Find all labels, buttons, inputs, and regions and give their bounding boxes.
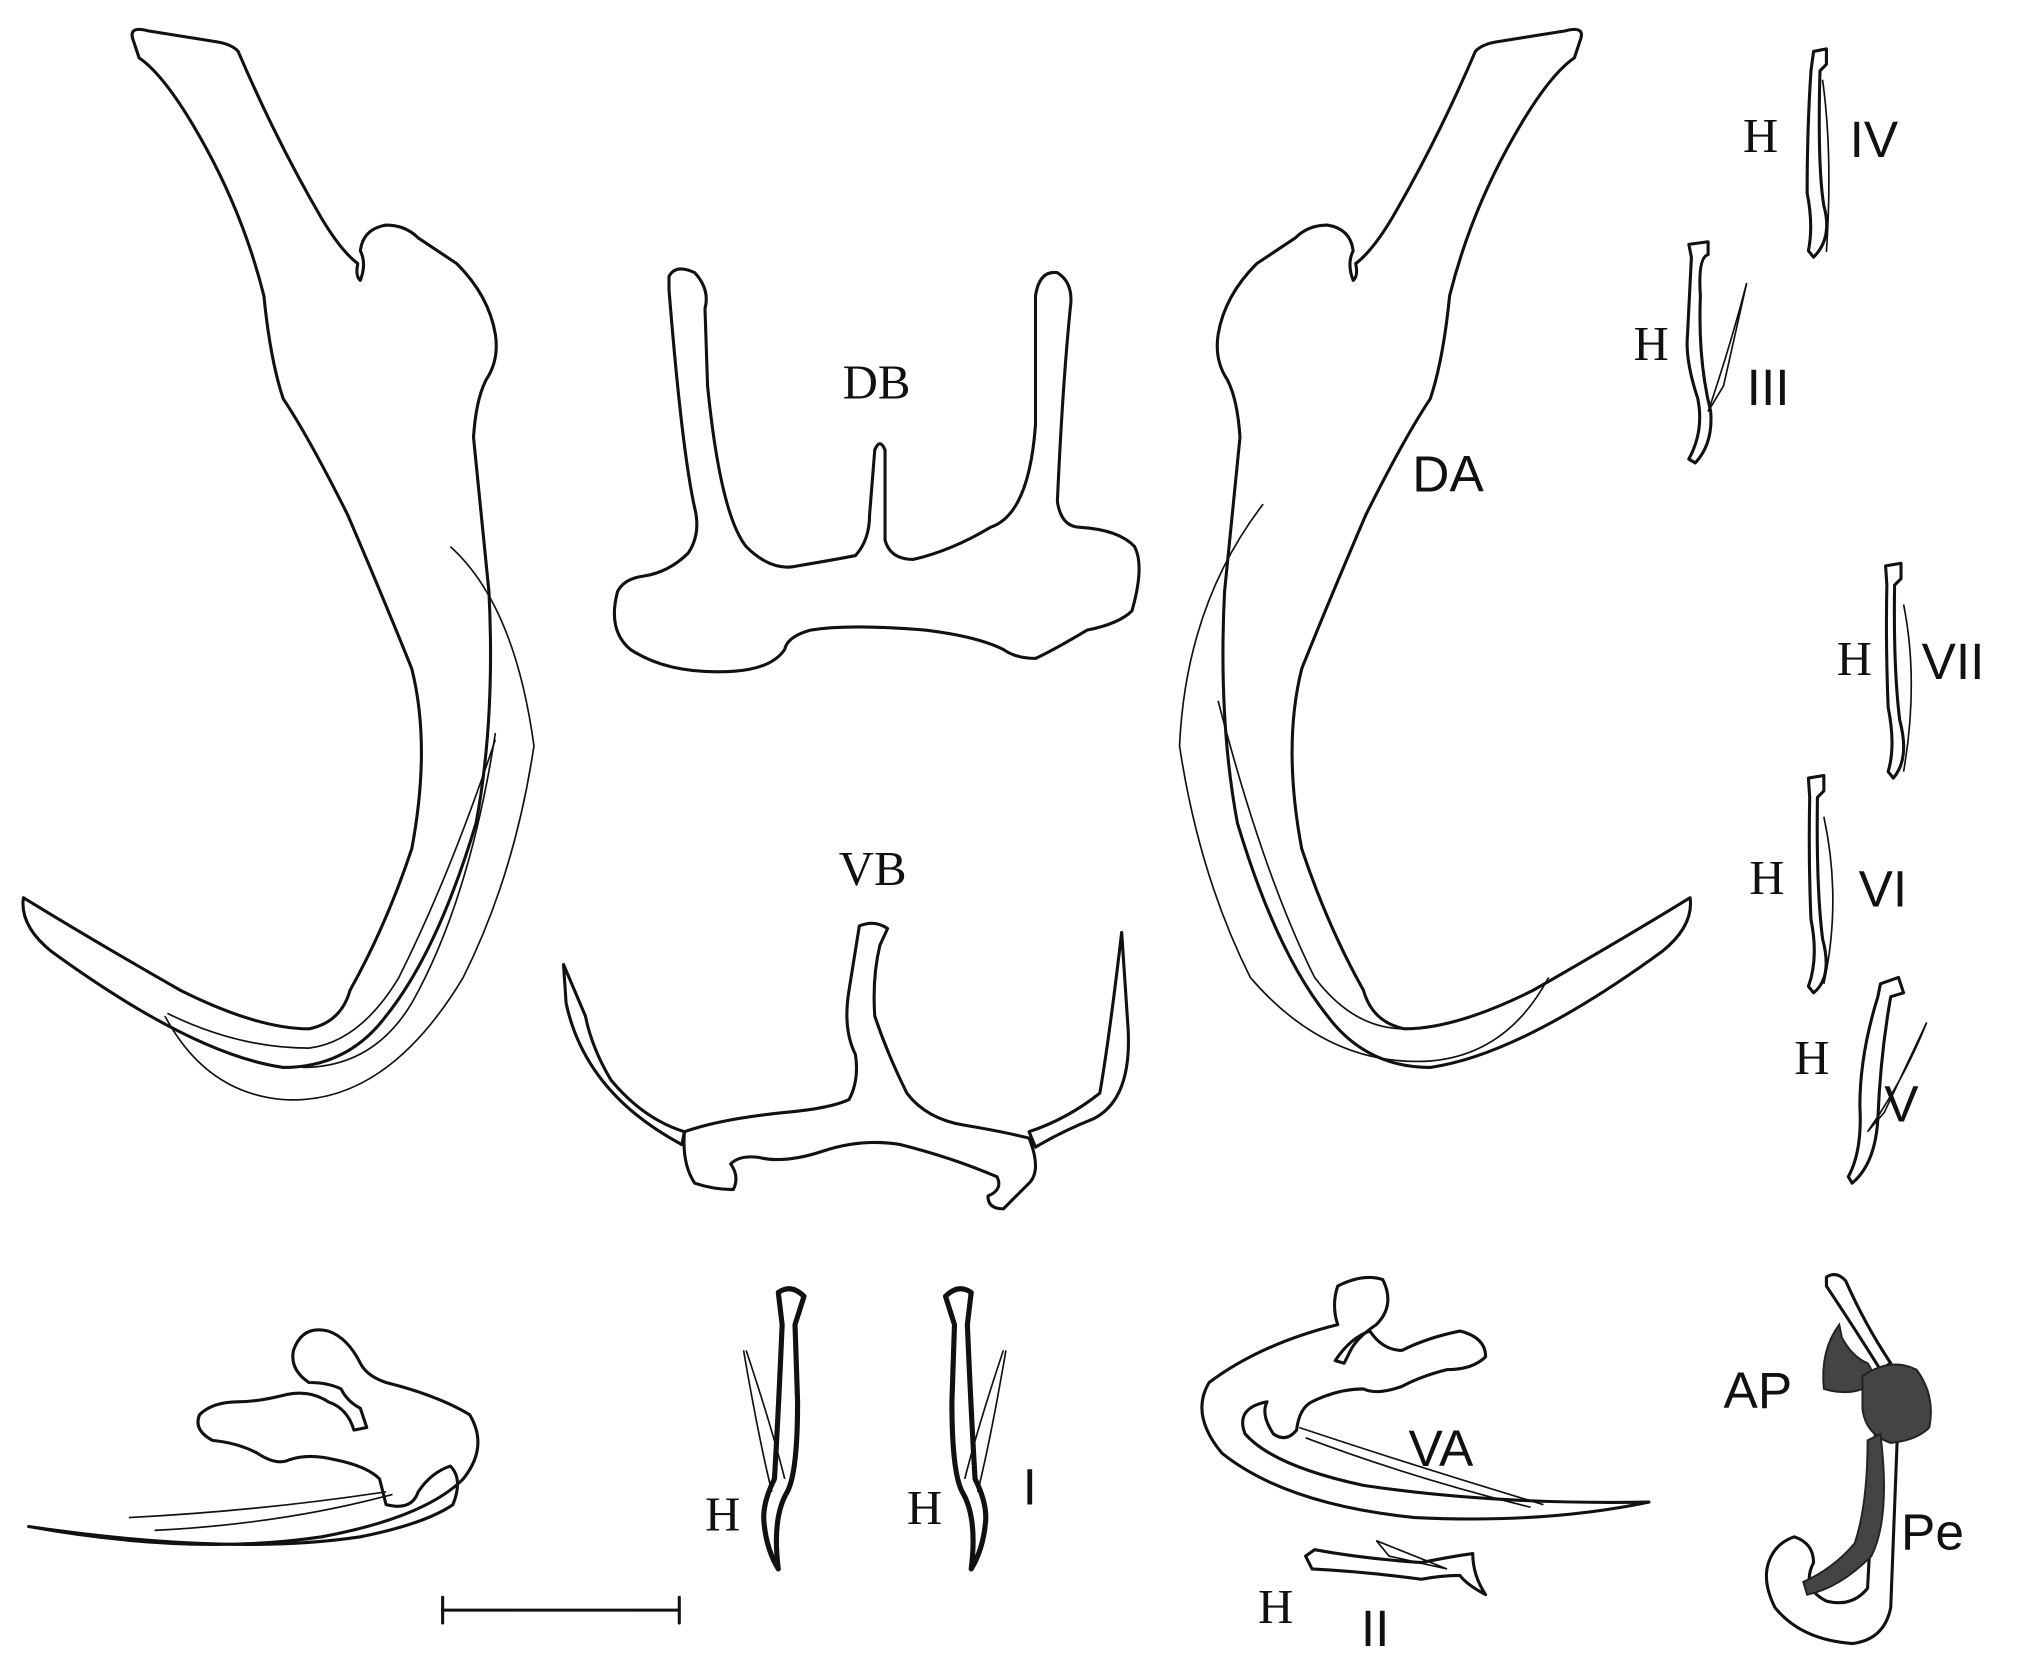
label-va: VA [1408, 1419, 1473, 1477]
label-h-i-left: H [705, 1486, 740, 1541]
label-iii: III [1747, 358, 1790, 416]
left-ventral-anchor [26, 1328, 480, 1546]
hook-II: H II [1258, 1539, 1488, 1657]
label-iv: IV [1850, 110, 1899, 168]
label-pe: Pe [1901, 1503, 1964, 1561]
label-ap: AP [1724, 1361, 1793, 1419]
label-h-v: H [1794, 1030, 1829, 1085]
label-db: DB [843, 355, 911, 410]
ventral-bar: VB [561, 841, 1130, 1211]
scale-bar [441, 1595, 681, 1625]
hook-I-right: H I [907, 1286, 1037, 1572]
hook-I-left: H [705, 1286, 807, 1572]
hook-VI: H VI [1749, 773, 1908, 995]
label-h-i-right: H [907, 1480, 942, 1535]
left-dorsal-anchor [21, 27, 535, 1101]
label-vb: VB [839, 841, 907, 896]
label-ii: II [1361, 1599, 1390, 1657]
label-v: V [1884, 1074, 1919, 1132]
hook-III: H III [1634, 240, 1790, 465]
copulatory-organ: AP Pe [1724, 1273, 1964, 1646]
hook-IV: H IV [1743, 47, 1899, 259]
label-h-iii: H [1634, 316, 1669, 371]
label-h-iv: H [1743, 108, 1778, 163]
label-h-ii: H [1258, 1579, 1293, 1634]
label-h-vi: H [1749, 850, 1784, 905]
hook-VII: H VII [1837, 561, 1985, 780]
label-i: I [1023, 1458, 1037, 1516]
label-da: DA [1412, 444, 1484, 502]
right-ventral-anchor: VA [1200, 1275, 1651, 1521]
hook-V: H V [1794, 975, 1928, 1185]
label-vi: VI [1859, 860, 1908, 918]
label-h-vii: H [1837, 631, 1872, 686]
dorsal-bar: DB [612, 267, 1141, 674]
right-dorsal-anchor [1178, 27, 1693, 1069]
label-vii: VII [1922, 632, 1985, 690]
